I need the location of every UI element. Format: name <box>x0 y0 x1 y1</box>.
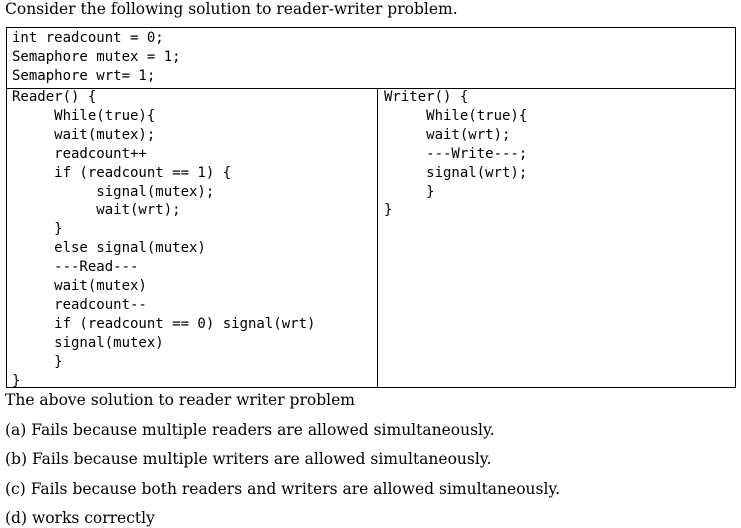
declaration-line: Semaphore mutex = 1; <box>12 49 181 65</box>
reader-code-line: signal(mutex) <box>12 334 164 351</box>
declaration-line: int readcount = 0; <box>12 30 164 46</box>
reader-code-line: } <box>12 353 63 370</box>
writer-code-line: Writer() { <box>384 89 469 105</box>
reader-code-line: ---Read--- <box>12 259 139 276</box>
answer-option-a: (a) Fails because multiple readers are a… <box>5 421 495 439</box>
answer-option-d: (d) works correctly <box>5 509 155 527</box>
question-prompt: The above solution to reader writer prob… <box>5 391 355 409</box>
writer-code-cell: Writer() { While(true){ wait(wrt); ---Wr… <box>378 88 735 387</box>
writer-code-line: ---Write---; <box>384 145 528 162</box>
reader-code-cell: Reader() { While(true){ wait(mutex); rea… <box>7 88 378 389</box>
reader-code-line: readcount-- <box>12 296 147 313</box>
reader-code-line: readcount++ <box>12 145 147 162</box>
writer-code-line: } <box>384 202 393 219</box>
declaration-line: Semaphore wrt= 1; <box>12 68 156 84</box>
writer-code-line: signal(wrt); <box>384 164 528 181</box>
reader-code-line: wait(mutex) <box>12 278 147 294</box>
reader-code-line: Reader() { <box>12 89 97 105</box>
writer-code-line: } <box>384 183 435 200</box>
reader-code-line: } <box>12 372 21 389</box>
reader-code-line: else signal(mutex) <box>12 240 206 257</box>
reader-code-line: } <box>12 221 63 238</box>
reader-code-line: if (readcount == 0) signal(wrt) <box>12 315 316 332</box>
reader-code-line: signal(mutex); <box>12 183 215 200</box>
reader-code-line: wait(wrt); <box>12 202 181 219</box>
question-intro: Consider the following solution to reade… <box>5 0 458 18</box>
answer-option-b: (b) Fails because multiple writers are a… <box>5 450 492 468</box>
declarations-cell: int readcount = 0; Semaphore mutex = 1; … <box>7 28 735 89</box>
reader-code-line: if (readcount == 1) { <box>12 164 232 181</box>
code-table: int readcount = 0; Semaphore mutex = 1; … <box>6 27 736 389</box>
writer-code-line: While(true){ <box>384 107 528 124</box>
answer-option-c: (c) Fails because both readers and write… <box>5 480 561 498</box>
reader-code-line: While(true){ <box>12 107 156 124</box>
writer-code-line: wait(wrt); <box>384 126 511 143</box>
reader-code-line: wait(mutex); <box>12 126 156 143</box>
